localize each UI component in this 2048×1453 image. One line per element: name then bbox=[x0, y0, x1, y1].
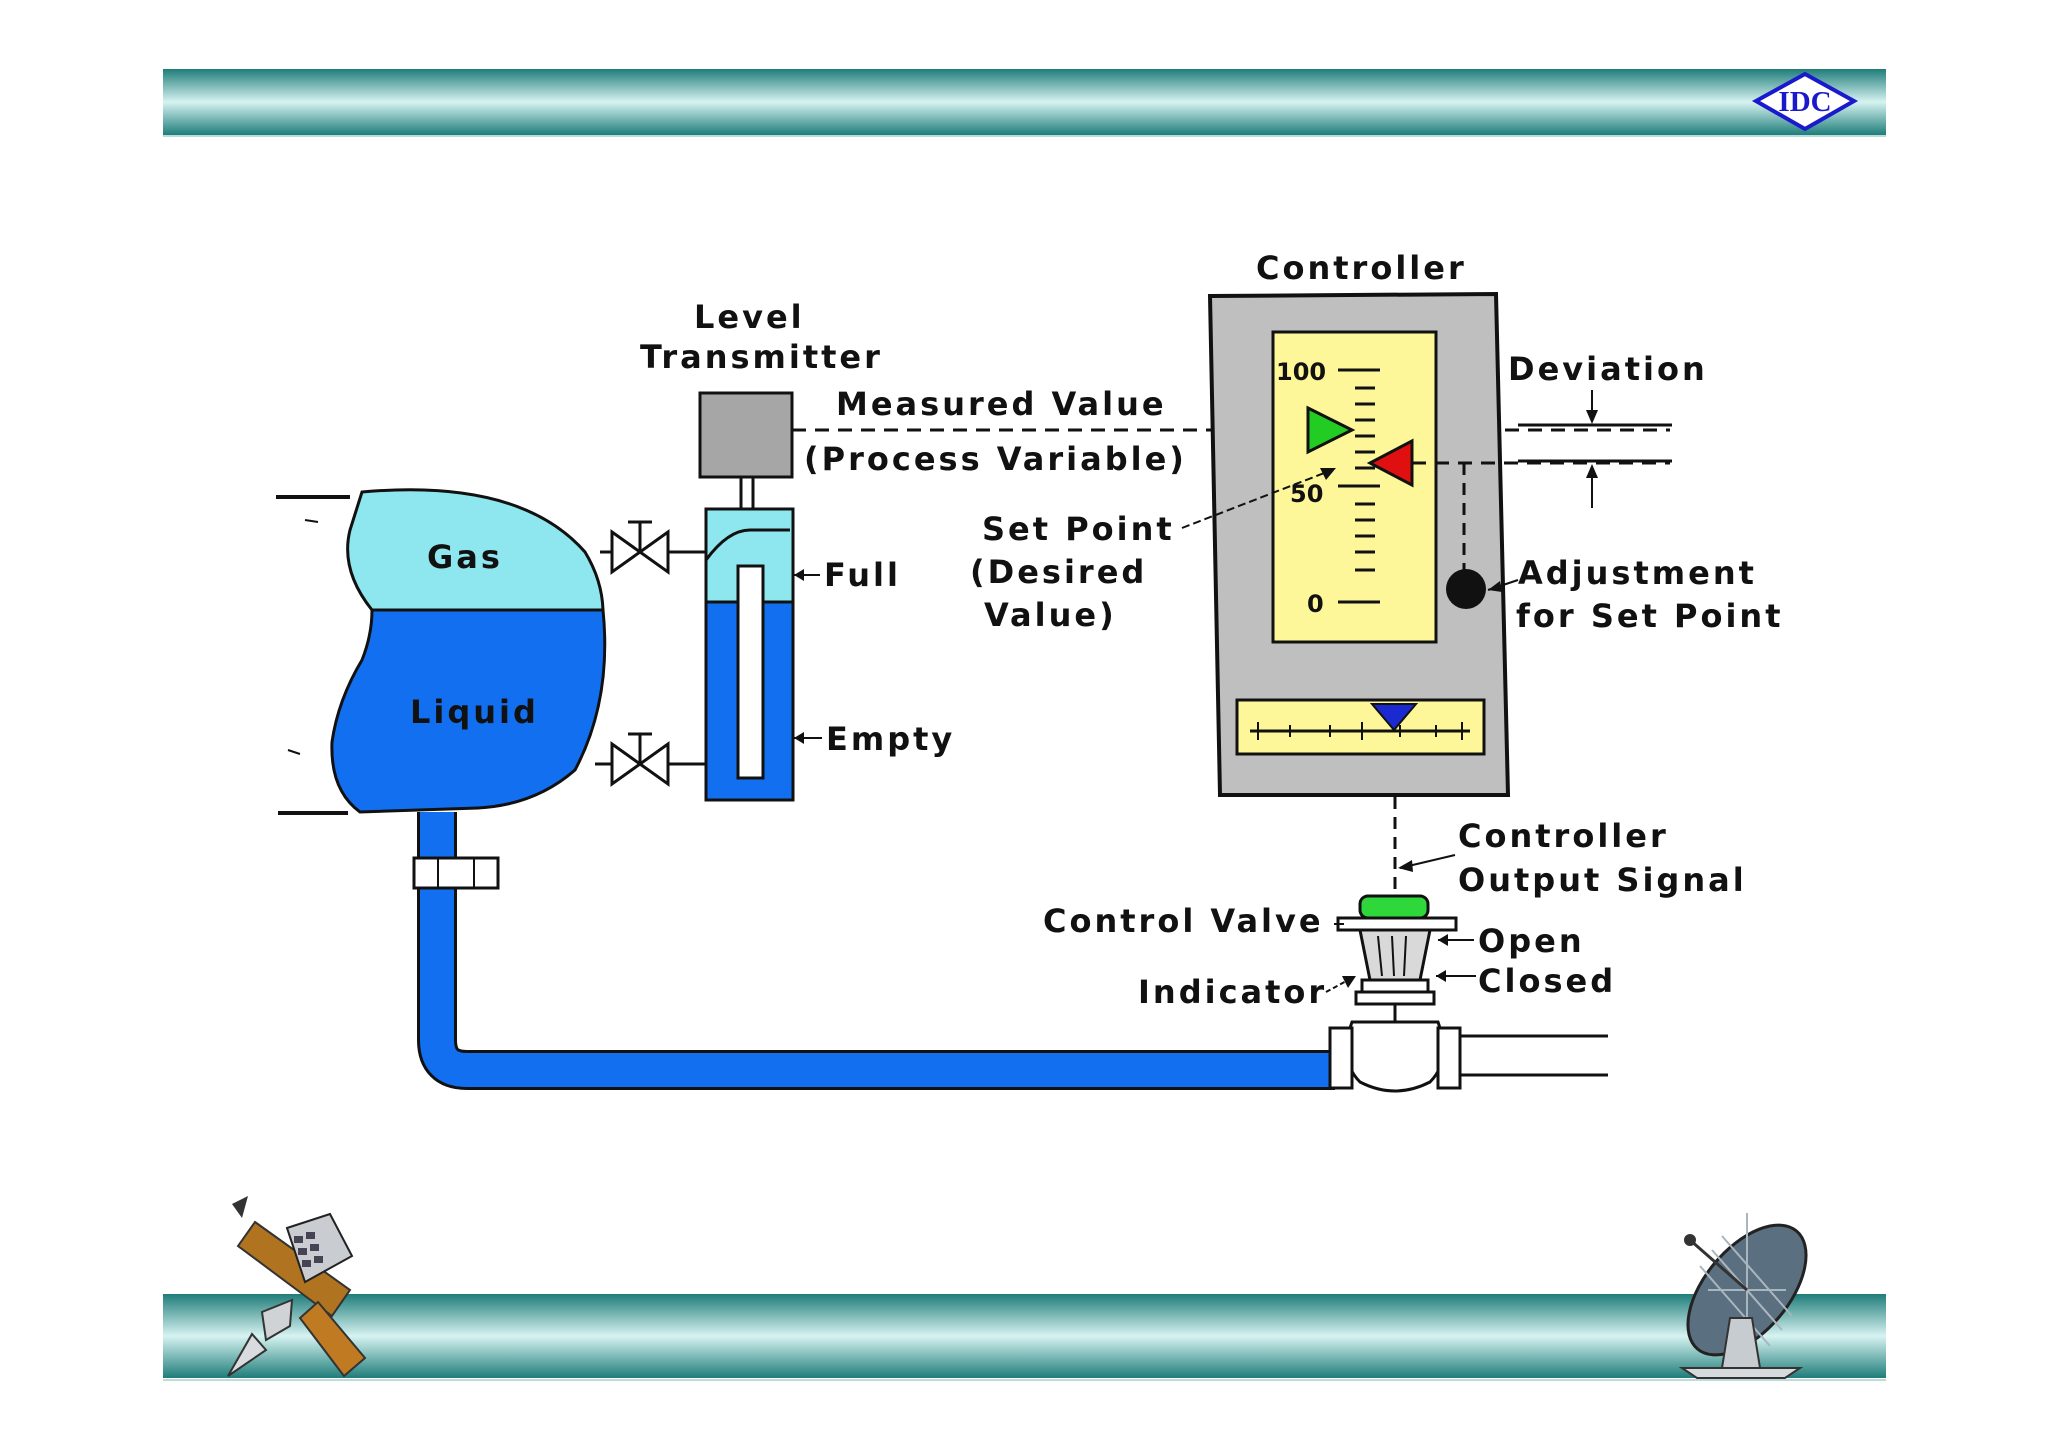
tank-gas-region bbox=[346, 488, 605, 612]
tank-liquid-region bbox=[330, 608, 607, 814]
isolation-valve-lower bbox=[595, 732, 706, 787]
closed-pointer bbox=[1436, 970, 1476, 982]
measured-value-label: Measured Value bbox=[836, 385, 1167, 423]
open-pointer bbox=[1438, 934, 1474, 946]
level-transmitter-head bbox=[698, 391, 794, 511]
control-valve-label: Control Valve bbox=[1043, 902, 1324, 940]
output-signal-label-2: Output Signal bbox=[1458, 861, 1747, 899]
level-transmitter-title-2: Transmitter bbox=[640, 338, 883, 376]
empty-label: Empty bbox=[826, 720, 955, 758]
controller-scale bbox=[1338, 368, 1380, 604]
satellite-icon bbox=[227, 1196, 367, 1378]
header-band: IDC bbox=[163, 69, 1886, 137]
set-point-label-2: (Desired bbox=[970, 553, 1147, 591]
adjustment-label-2: for Set Point bbox=[1516, 597, 1784, 635]
level-transmitter-column bbox=[704, 507, 795, 802]
indicator-pointer bbox=[1325, 976, 1356, 993]
closed-label: Closed bbox=[1478, 962, 1616, 1000]
set-point-label-3: Value) bbox=[984, 596, 1117, 634]
full-marker-arrow bbox=[794, 569, 820, 581]
outlet-pipe bbox=[412, 812, 1335, 1090]
set-point-pointer bbox=[1181, 468, 1336, 529]
idc-diamond-logo: IDC bbox=[1751, 71, 1859, 132]
logo-text: IDC bbox=[1778, 86, 1831, 118]
deviation-indicator bbox=[1518, 390, 1672, 508]
tank-vessel bbox=[276, 495, 350, 815]
scale-top-label: 100 bbox=[1276, 358, 1326, 386]
isolation-valve-upper bbox=[600, 520, 706, 575]
adjustment-label-1: Adjustment bbox=[1518, 554, 1757, 592]
full-label: Full bbox=[824, 556, 901, 594]
valve-actuator bbox=[1358, 894, 1430, 920]
measured-value-marker bbox=[1306, 405, 1356, 455]
footer-band bbox=[163, 1294, 1886, 1381]
control-valve bbox=[1328, 894, 1608, 1093]
output-signal-pointer bbox=[1398, 854, 1456, 872]
scale-bottom-label: 0 bbox=[1307, 590, 1324, 618]
deviation-label: Deviation bbox=[1508, 350, 1708, 388]
open-label: Open bbox=[1478, 922, 1585, 960]
set-point-label-1: Set Point bbox=[982, 510, 1175, 548]
set-point-adjust-knob[interactable] bbox=[1446, 569, 1486, 609]
gas-label: Gas bbox=[427, 538, 503, 576]
level-transmitter-title-1: Level bbox=[694, 298, 805, 336]
satellite-dish-icon bbox=[1678, 1213, 1808, 1379]
controller-output-marker bbox=[1369, 703, 1419, 732]
empty-marker-arrow bbox=[794, 732, 822, 744]
controller-title: Controller bbox=[1256, 249, 1467, 287]
controller-output-bar bbox=[1235, 698, 1486, 756]
process-variable-label: (Process Variable) bbox=[804, 440, 1187, 478]
controller-body bbox=[1207, 291, 1511, 797]
indicator-label: Indicator bbox=[1138, 973, 1327, 1011]
adjustment-pointer bbox=[1487, 579, 1519, 592]
output-signal-label-1: Controller bbox=[1458, 817, 1669, 855]
liquid-label: Liquid bbox=[410, 693, 539, 731]
